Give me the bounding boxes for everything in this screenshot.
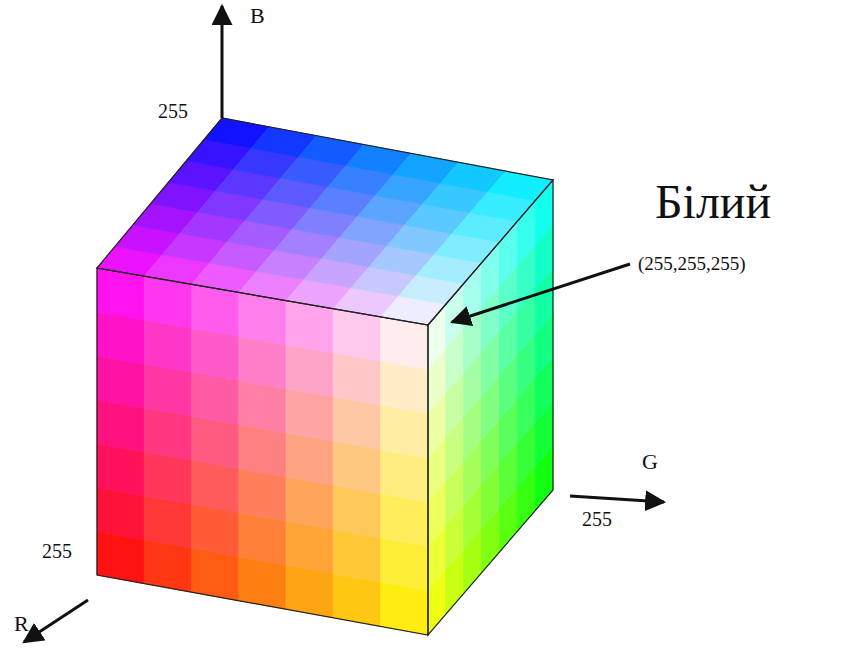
front-face [97,268,428,635]
right-face [428,180,553,635]
color-tile [192,460,239,512]
color-tile [144,364,191,416]
g-axis [570,496,664,502]
axis-max-value: 255 [42,540,72,562]
color-tile [286,477,333,530]
axis-name: R [14,612,29,636]
color-tile [286,565,333,618]
color-cube [97,118,553,635]
color-tile [381,317,428,369]
cube-edges [97,118,553,635]
color-tile [239,292,286,344]
color-tile [144,496,191,548]
color-tile [144,452,191,504]
corner-coordinates: (255,255,255) [638,254,746,275]
corner-name: Білий [655,176,771,229]
color-tile [144,408,191,460]
color-tile [286,301,333,353]
color-tile [333,574,380,627]
leader-arrow [452,264,630,322]
color-tile [144,276,191,328]
color-tile [239,425,286,477]
b-axis [221,6,224,118]
r-axis [24,600,88,642]
color-tile [97,312,144,364]
color-tile [97,356,144,408]
color-tile [333,485,380,538]
axis-name: B [250,4,265,28]
color-tile [97,400,144,452]
color-tile [286,389,333,441]
axis-name: G [642,450,658,474]
color-tile [192,416,239,468]
color-tile [144,320,191,372]
color-tile [333,309,380,361]
color-tile [286,433,333,485]
color-tile [381,450,428,503]
color-tile [192,504,239,556]
color-tile [192,284,239,336]
color-tile [239,513,286,566]
top-face [97,118,553,325]
color-tile [239,469,286,521]
color-tile [488,171,553,201]
color-tile [97,443,144,495]
color-tile [192,328,239,380]
axes [24,6,664,642]
color-tile [97,268,144,320]
color-tile [192,372,239,424]
color-tile [333,441,380,494]
color-tile [333,353,380,405]
color-tile [97,487,144,539]
color-tile [239,336,286,388]
color-tile [381,582,428,635]
color-tile [333,530,380,583]
axis-max-value: 255 [158,100,188,122]
color-tile [381,361,428,413]
color-tile [286,345,333,397]
color-tile [381,405,428,458]
axis-max-value: 255 [582,508,612,530]
color-tile [239,381,286,433]
color-tile [381,494,428,547]
color-tile [333,397,380,449]
color-tile [286,521,333,574]
color-tile [381,538,428,591]
